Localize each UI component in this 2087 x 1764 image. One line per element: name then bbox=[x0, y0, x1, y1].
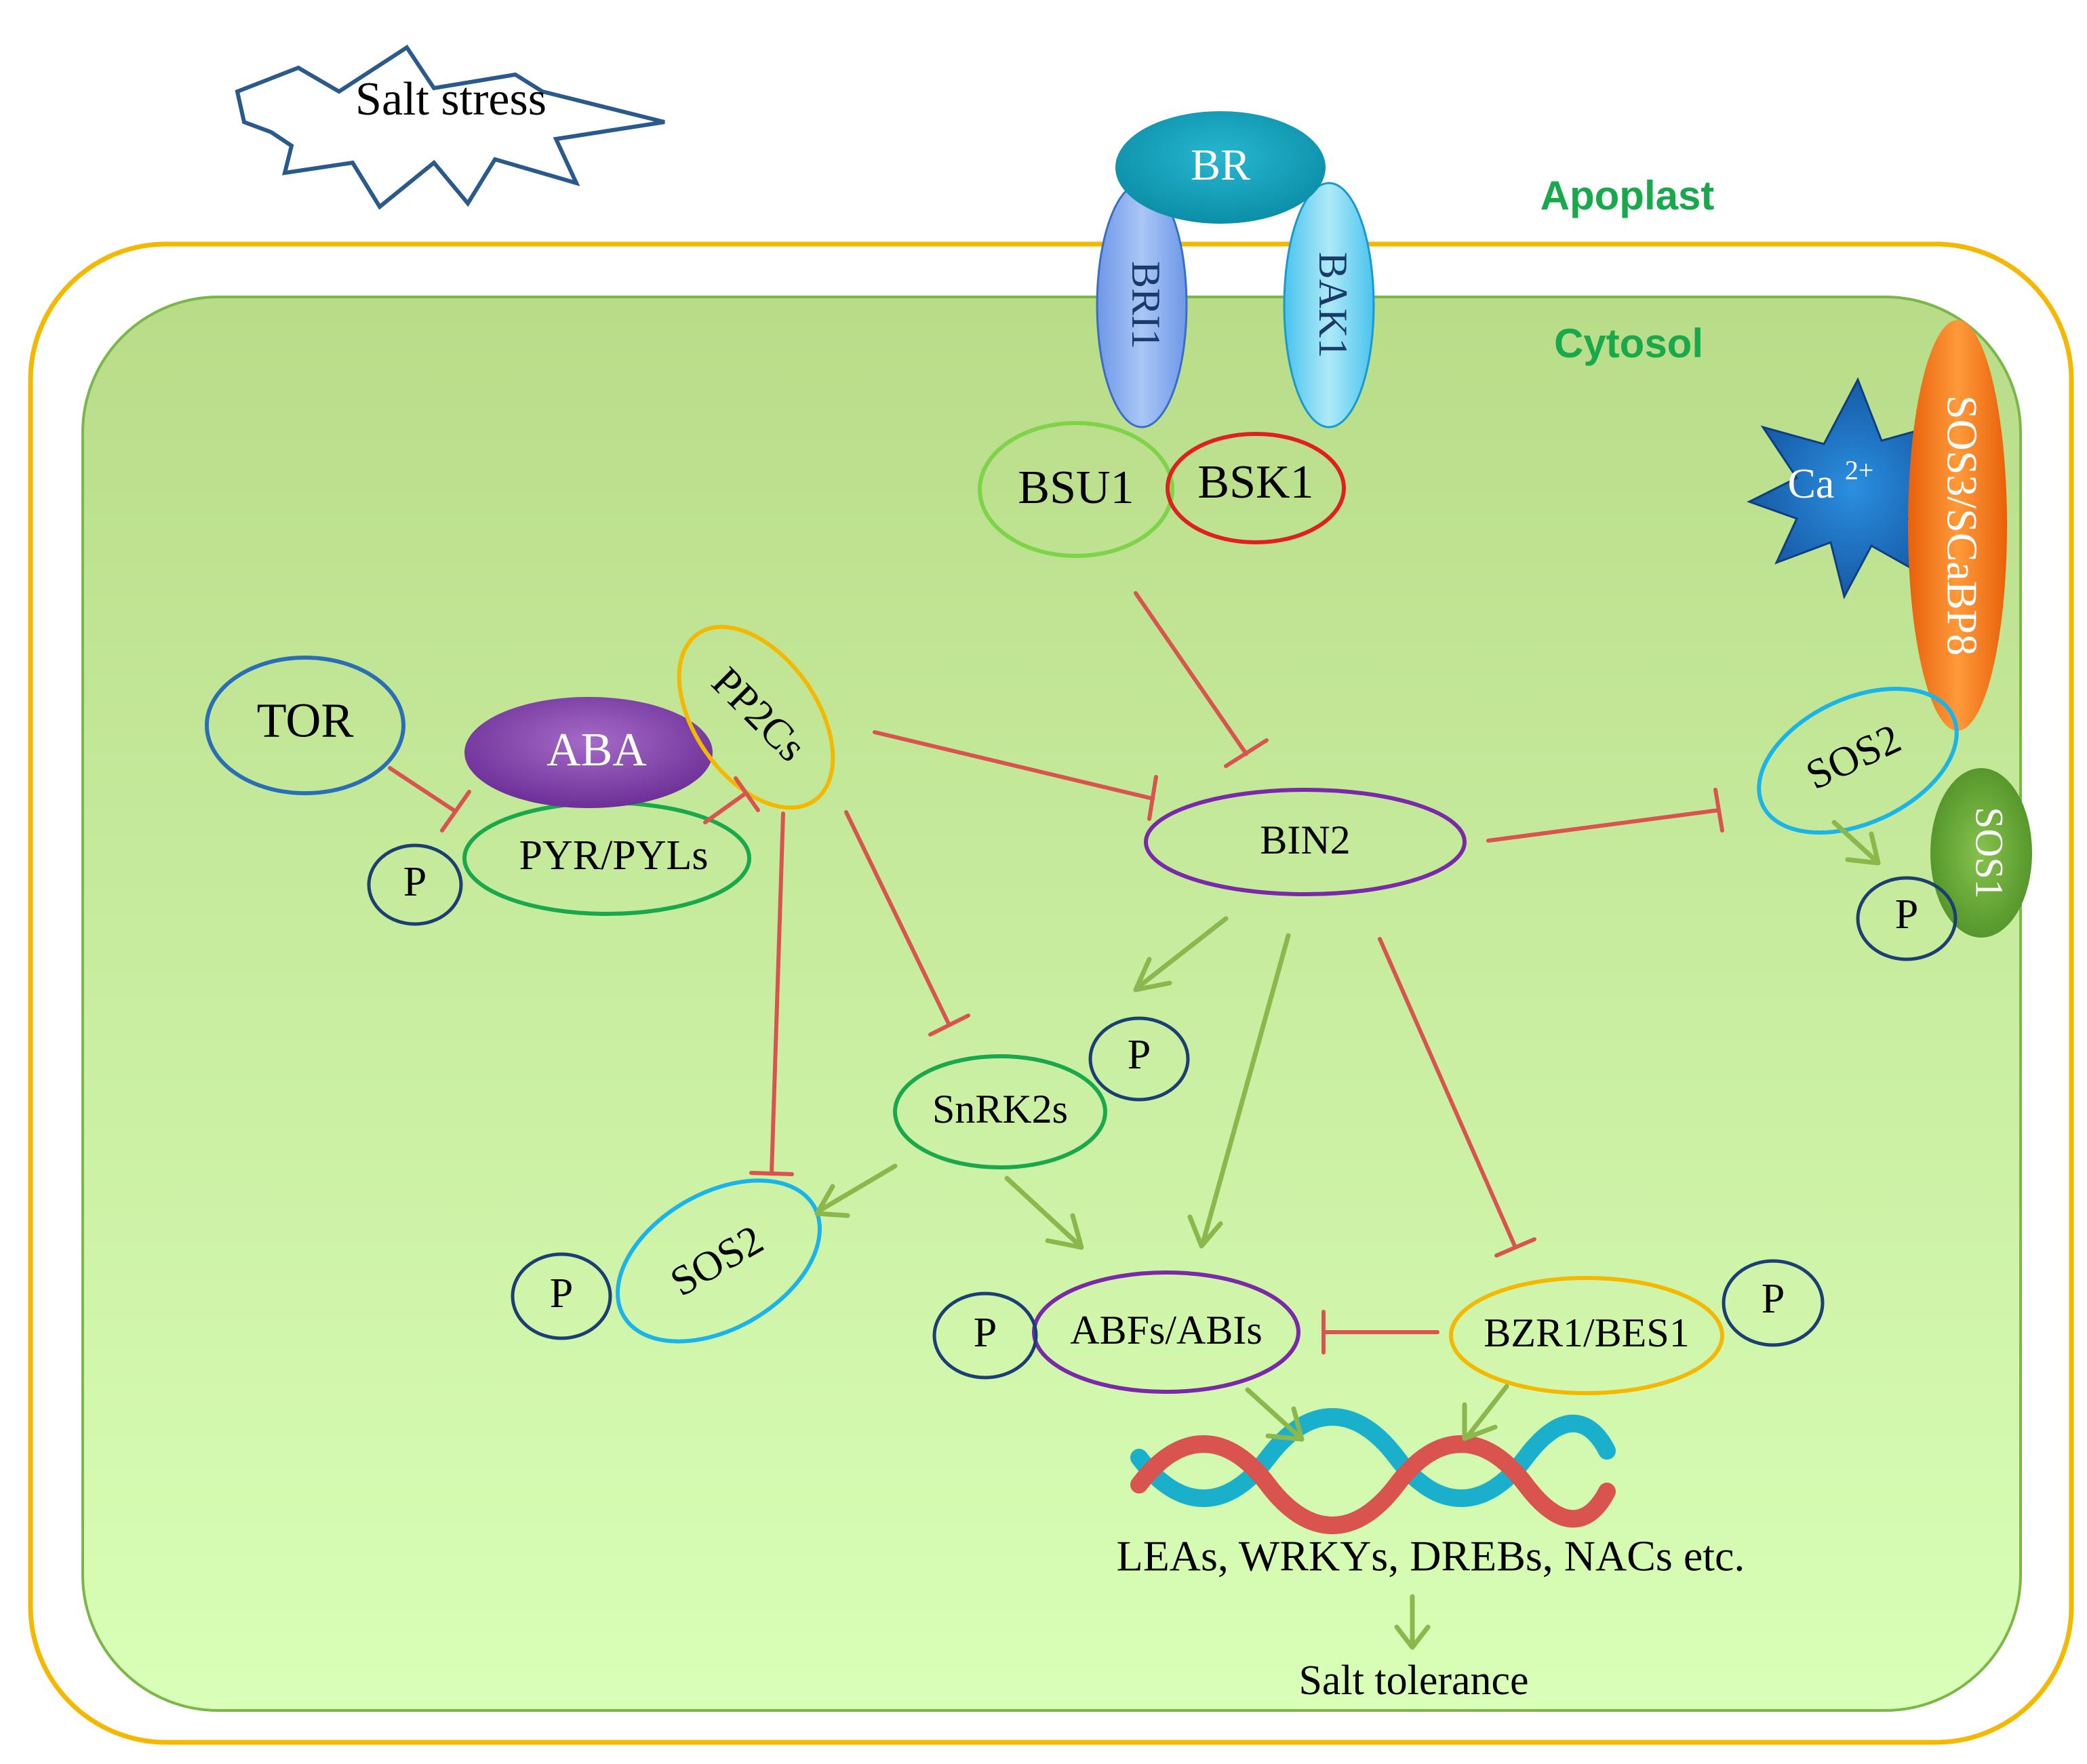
inhibit-tor-pyr-bar bbox=[440, 790, 471, 833]
inhibit-pp2cs-sos2-bar bbox=[749, 1171, 794, 1176]
activate-abfs-dna-head bbox=[1265, 1406, 1305, 1442]
tor-label: TOR bbox=[257, 694, 354, 748]
cytosol-label: Cytosol bbox=[1554, 321, 1703, 366]
bsu1-label: BSU1 bbox=[1018, 462, 1134, 514]
phosphate-sos2-lower-label: P bbox=[550, 1270, 573, 1317]
abfs-abis-node bbox=[1032, 1270, 1300, 1394]
activation-arrows bbox=[814, 820, 1881, 1650]
activate-sos2-sos1 bbox=[1831, 820, 1877, 862]
inhibit-bin2-sos2-bar bbox=[1713, 788, 1724, 833]
calcium-base: Ca bbox=[1788, 461, 1835, 507]
phosphate-pyr-label: P bbox=[403, 859, 426, 905]
calcium-label: Ca 2+ bbox=[1788, 455, 1874, 507]
pyr-pyls-label: PYR/PYLs bbox=[519, 833, 708, 879]
inhibit-pp2cs-pyr bbox=[703, 791, 748, 824]
sos3-scabp8-node bbox=[1908, 320, 2007, 731]
inhibit-pp2cs-bin2-bar bbox=[1147, 775, 1158, 821]
br-hormone bbox=[1115, 111, 1326, 224]
phosphate-bzr1-badge bbox=[1722, 1259, 1825, 1347]
dna-helix-icon bbox=[1130, 1408, 1616, 1534]
abfs-abis-label: ABFs/ABIs bbox=[1070, 1308, 1262, 1352]
activate-snrk2s-abfs-head bbox=[1045, 1213, 1084, 1250]
bin2-node bbox=[1144, 788, 1467, 896]
sos2-node-upper bbox=[1757, 686, 1959, 835]
dna-strand-red bbox=[1130, 1435, 1616, 1534]
bak1-receptor bbox=[1283, 182, 1375, 428]
snrk2s-node bbox=[893, 1054, 1107, 1169]
calcium-charge: 2+ bbox=[1845, 455, 1874, 485]
salt-tolerance-label: Salt tolerance bbox=[1298, 1658, 1528, 1704]
phosphate-snrk2s-badge bbox=[1088, 1016, 1190, 1102]
activate-bzr1-dna-head bbox=[1462, 1402, 1498, 1441]
phosphate-bzr1-label: P bbox=[1762, 1276, 1785, 1322]
sos3-label: SOS3/SCaBP8 bbox=[1938, 395, 1986, 656]
inhibit-bin2-bzr1 bbox=[1378, 937, 1517, 1249]
aba-label: ABA bbox=[546, 724, 647, 776]
inhibition-arrows bbox=[388, 591, 1724, 1355]
inhibit-pp2cs-bin2 bbox=[873, 730, 1155, 801]
sos2-node-lower bbox=[616, 1178, 822, 1344]
bak1-label: BAK1 bbox=[1311, 252, 1355, 359]
sos1-node bbox=[1930, 768, 2032, 938]
activate-snrk2s-abfs bbox=[1004, 1176, 1081, 1247]
inhibit-pp2cs-snrk2s-bar bbox=[928, 1014, 970, 1037]
activate-bin2-abfs bbox=[1201, 933, 1291, 1243]
inhibit-pp2cs-pyr-bar bbox=[734, 776, 760, 812]
activate-snrk2s-sos2 bbox=[818, 1163, 898, 1213]
pp2cs-node bbox=[677, 624, 835, 810]
aba-hormone bbox=[464, 697, 713, 808]
activate-snrk2s-sos2-head bbox=[814, 1184, 850, 1218]
inhibit-tor-pyr bbox=[388, 766, 458, 814]
tor-node bbox=[205, 656, 405, 795]
salt-stress-burst-icon bbox=[235, 44, 665, 210]
activate-genes-tolerance-head bbox=[1394, 1624, 1431, 1650]
apoplast-label: Apoplast bbox=[1541, 173, 1715, 218]
bzr1-bes1-node bbox=[1449, 1276, 1724, 1395]
inhibit-pp2cs-snrk2s bbox=[844, 810, 951, 1027]
bsu1-node bbox=[978, 421, 1174, 558]
phosphate-sos2-upper-badge bbox=[1856, 876, 1957, 961]
inhibit-bin2-bzr1-bar bbox=[1494, 1237, 1536, 1258]
activate-sos2-sos1-head bbox=[1845, 831, 1881, 866]
cytosol-region bbox=[81, 296, 2022, 1712]
inhibit-bsu1-bin2 bbox=[1134, 591, 1248, 756]
activate-bin2-snrk2s bbox=[1136, 916, 1229, 989]
bri1-label: BRI1 bbox=[1124, 261, 1168, 349]
inhibit-bin2-sos2 bbox=[1486, 808, 1721, 843]
activate-bin2-abfs-head bbox=[1187, 1214, 1223, 1249]
snrk2s-label: SnRK2s bbox=[932, 1087, 1068, 1131]
br-label: BR bbox=[1191, 140, 1250, 190]
bin2-label: BIN2 bbox=[1260, 818, 1350, 862]
inhibit-bsu1-bin2-bar bbox=[1224, 738, 1269, 768]
target-genes-label: LEAs, WRKYs, DREBs, NACs etc. bbox=[1117, 1532, 1745, 1580]
activate-bin2-snrk2s-head bbox=[1133, 957, 1172, 993]
phosphate-sos2-upper-label: P bbox=[1895, 891, 1918, 938]
salt-stress-label: Salt stress bbox=[355, 73, 546, 125]
phosphate-abfs-badge bbox=[932, 1291, 1038, 1380]
bsk1-label: BSK1 bbox=[1197, 456, 1313, 508]
inhibit-pp2cs-sos2 bbox=[770, 811, 785, 1175]
phosphate-pyr-badge bbox=[367, 843, 463, 926]
dna-strand-blue bbox=[1130, 1408, 1616, 1507]
phosphate-sos2-lower-badge bbox=[511, 1252, 612, 1340]
phosphate-snrk2s-label: P bbox=[1128, 1032, 1151, 1078]
activate-bzr1-dna bbox=[1465, 1384, 1509, 1439]
activate-abfs-dna bbox=[1245, 1387, 1301, 1439]
bzr1-bes1-label: BZR1/BES1 bbox=[1484, 1310, 1689, 1355]
sos1-label: SOS1 bbox=[1968, 807, 2012, 898]
phosphate-abfs-label: P bbox=[974, 1310, 997, 1356]
bsk1-node bbox=[1166, 432, 1346, 544]
